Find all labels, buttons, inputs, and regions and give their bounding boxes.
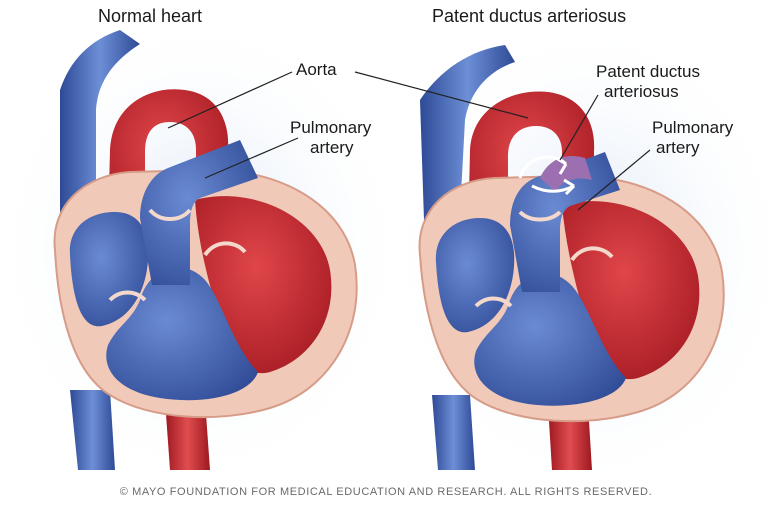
pulmonary-artery-label-right-line1: Pulmonary bbox=[652, 118, 733, 138]
pulmonary-artery-label-left-line2: artery bbox=[310, 138, 353, 158]
pda-label-line2: arteriosus bbox=[604, 82, 679, 102]
normal-heart bbox=[0, 10, 410, 490]
pulmonary-artery-label-right-line2: artery bbox=[656, 138, 699, 158]
pda-label-line1: Patent ductus bbox=[596, 62, 700, 82]
aorta-label: Aorta bbox=[296, 60, 337, 80]
pda-heart bbox=[355, 15, 772, 495]
normal-heart-title: Normal heart bbox=[98, 6, 202, 26]
copyright-notice: © MAYO FOUNDATION FOR MEDICAL EDUCATION … bbox=[0, 486, 772, 498]
pulmonary-artery-label-left-line1: Pulmonary bbox=[290, 118, 371, 138]
pda-title: Patent ductus arteriosus bbox=[432, 6, 626, 26]
